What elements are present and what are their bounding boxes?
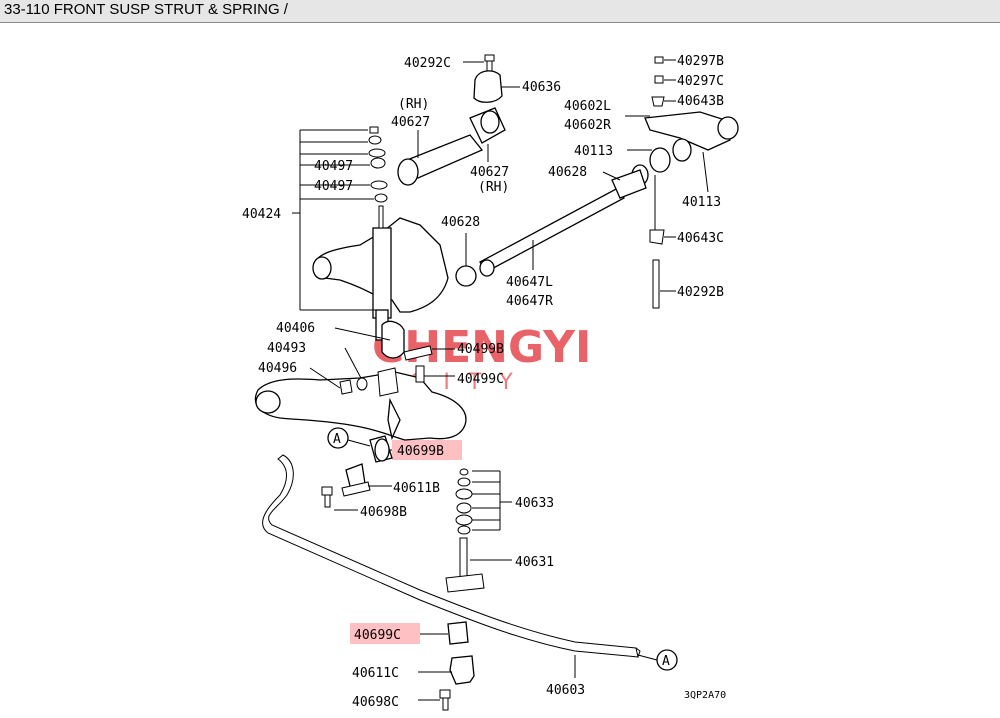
label-40611B: 40611B: [393, 481, 440, 496]
label-40292B: 40292B: [677, 285, 724, 300]
highlight-40699B: [392, 440, 462, 460]
label-40698C: 40698C: [352, 695, 399, 710]
label-40499C: 40499C: [457, 372, 504, 387]
label-40493: 40493: [267, 341, 306, 356]
label-40643B: 40643B: [677, 94, 724, 109]
label-40647L: 40647L: [506, 275, 553, 290]
label-40602L: 40602L: [564, 99, 611, 114]
stabilizer-link: [445, 468, 512, 593]
label-40699C: 40699C: [354, 628, 401, 643]
callout-a-upper: A: [333, 432, 341, 447]
label-40424: 40424: [242, 207, 281, 222]
torsion-bar: [455, 169, 647, 287]
label-rh-lower: (RH): [478, 180, 509, 195]
bracket-40611B: [321, 463, 392, 511]
label-40611C: 40611C: [352, 666, 399, 681]
label-40496: 40496: [258, 361, 297, 376]
lower-arm-hardware: [309, 327, 455, 397]
label-40406: 40406: [276, 321, 315, 336]
torsion-anchor: [397, 107, 506, 186]
label-40497-a: 40497: [314, 159, 353, 174]
upper-arm-strut: [312, 217, 449, 359]
label-40628-left: 40628: [441, 215, 480, 230]
label-40698B: 40698B: [360, 505, 407, 520]
strut-bolt-stack: [368, 126, 388, 229]
label-40643C: 40643C: [677, 231, 724, 246]
label-40647R: 40647R: [506, 294, 553, 309]
title-bar: 33-110 FRONT SUSP STRUT & SPRING /: [0, 0, 1000, 23]
label-40113-left: 40113: [574, 144, 613, 159]
label-40497-b: 40497: [314, 179, 353, 194]
parts-diagram: CHENGYI CITY: [242, 54, 739, 711]
top-bolt-cover: [463, 54, 520, 103]
page-title: 33-110 FRONT SUSP STRUT & SPRING /: [4, 1, 288, 18]
label-rh-upper: (RH): [398, 97, 429, 112]
bracket-40424: [292, 129, 376, 311]
label-40292C: 40292C: [404, 56, 451, 71]
label-40113-right: 40113: [682, 195, 721, 210]
label-40297C: 40297C: [677, 74, 724, 89]
label-40631: 40631: [515, 555, 554, 570]
highlight-40699C: [350, 623, 420, 644]
callout-a-lower: A: [662, 654, 670, 669]
label-40627-upper: 40627: [391, 115, 430, 130]
label-40297B: 40297B: [677, 54, 724, 69]
lower-bushing-set: [418, 621, 475, 711]
label-40602R: 40602R: [564, 118, 611, 133]
label-40636: 40636: [522, 80, 561, 95]
label-40628-right: 40628: [548, 165, 587, 180]
label-40627-lower: 40627: [470, 165, 509, 180]
callout-a-lower-group: A: [574, 649, 678, 678]
watermark-brand: CHENGYI: [372, 322, 591, 373]
label-40603: 40603: [546, 683, 585, 698]
diagram-code: 3QP2A70: [684, 690, 726, 701]
label-40633: 40633: [515, 496, 554, 511]
label-40699B: 40699B: [397, 444, 444, 459]
label-40499B: 40499B: [457, 342, 504, 357]
bushing-40699B: A: [327, 427, 393, 463]
